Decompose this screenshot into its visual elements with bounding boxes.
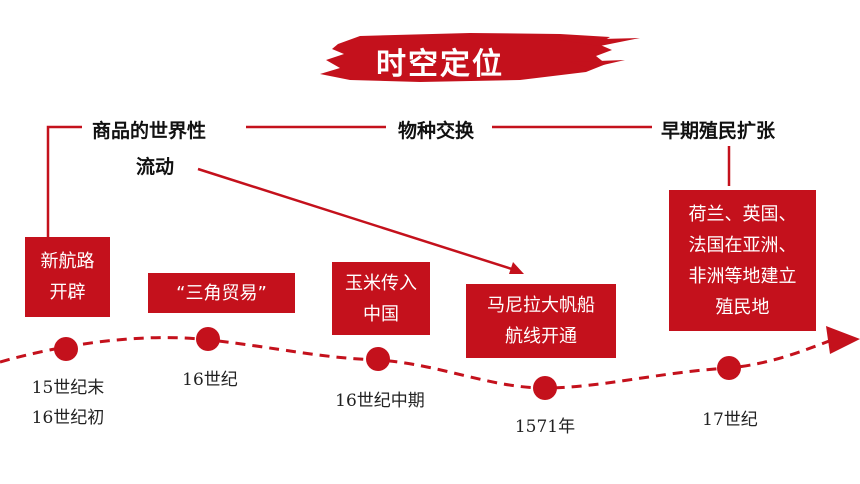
page-title: 时空定位 xyxy=(376,47,504,82)
date-label: 1571年 xyxy=(514,417,576,437)
topic-global-goods-cont: 流动 xyxy=(136,156,175,178)
connector-lines xyxy=(46,125,731,272)
date-label: 15世纪末 16世纪初 xyxy=(31,378,105,428)
date-label: 16世纪中期 xyxy=(335,391,425,411)
timeline-dots xyxy=(54,327,741,400)
event-box-triangle-trade: “三角贸易” xyxy=(148,273,295,313)
brush-stroke-banner xyxy=(320,33,640,82)
date-label: 17世纪 xyxy=(702,410,758,430)
timeline-arrow-icon xyxy=(826,326,860,354)
event-box-corn-china: 玉米传入 中国 xyxy=(332,262,430,335)
timeline-dot xyxy=(533,376,557,400)
timeline-dot xyxy=(366,347,390,371)
event-box-manila-galleon: 马尼拉大帆船 航线开通 xyxy=(466,284,616,358)
topic-species-exchange: 物种交换 xyxy=(398,120,475,142)
event-box-new-routes: 新航路 开辟 xyxy=(25,237,110,317)
date-label: 16世纪 xyxy=(182,370,238,390)
arrowhead-icon xyxy=(509,262,524,274)
topic-colonial-expansion: 早期殖民扩张 xyxy=(661,120,776,142)
topic-global-goods: 商品的世界性 xyxy=(92,120,207,142)
timeline-dot xyxy=(717,356,741,380)
timeline-dot xyxy=(196,327,220,351)
timeline-dashed-path xyxy=(0,336,833,390)
timeline-dot xyxy=(54,337,78,361)
event-box-colonies: 荷兰、英国、 法国在亚洲、 非洲等地建立 殖民地 xyxy=(669,190,816,331)
